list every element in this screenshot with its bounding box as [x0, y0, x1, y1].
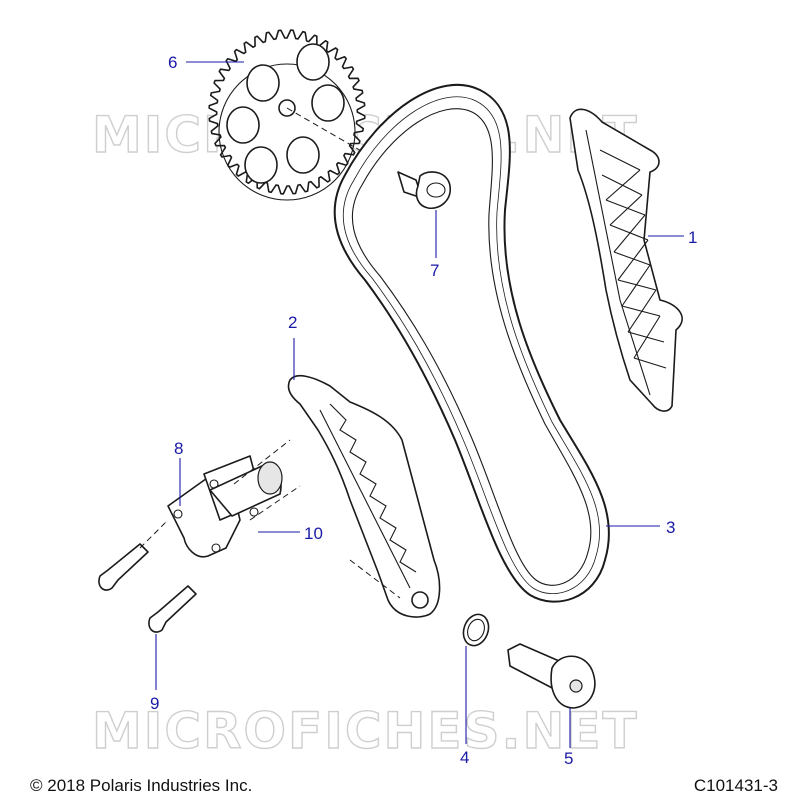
watermark-bottom: MICROFICHES.NET — [92, 702, 639, 760]
callout-3: 3 — [666, 518, 675, 537]
part-3-chain — [333, 84, 610, 603]
part-4-o-ring — [462, 613, 490, 744]
part-8-tensioner — [167, 439, 301, 558]
callout-6: 6 — [168, 53, 177, 72]
part-5-pivot-bolt — [507, 643, 596, 748]
copyright-text: © 2018 Polaris Industries Inc. — [30, 776, 253, 795]
figure-id: C101431-3 — [693, 776, 778, 795]
callout-1: 1 — [688, 228, 697, 247]
callout-8: 8 — [174, 439, 183, 458]
part-6-sprocket — [208, 29, 421, 201]
callout-2: 2 — [288, 313, 297, 332]
part-2-tensioner-guide — [287, 338, 441, 618]
callout-10: 10 — [304, 524, 323, 543]
callout-5: 5 — [564, 749, 573, 768]
callout-9: 9 — [150, 694, 159, 713]
callout-7: 7 — [430, 261, 439, 280]
part-7-bolt — [397, 171, 451, 258]
callout-4: 4 — [460, 748, 469, 767]
part-9-bolts — [98, 519, 197, 690]
part-1-chain-guide — [569, 108, 683, 412]
